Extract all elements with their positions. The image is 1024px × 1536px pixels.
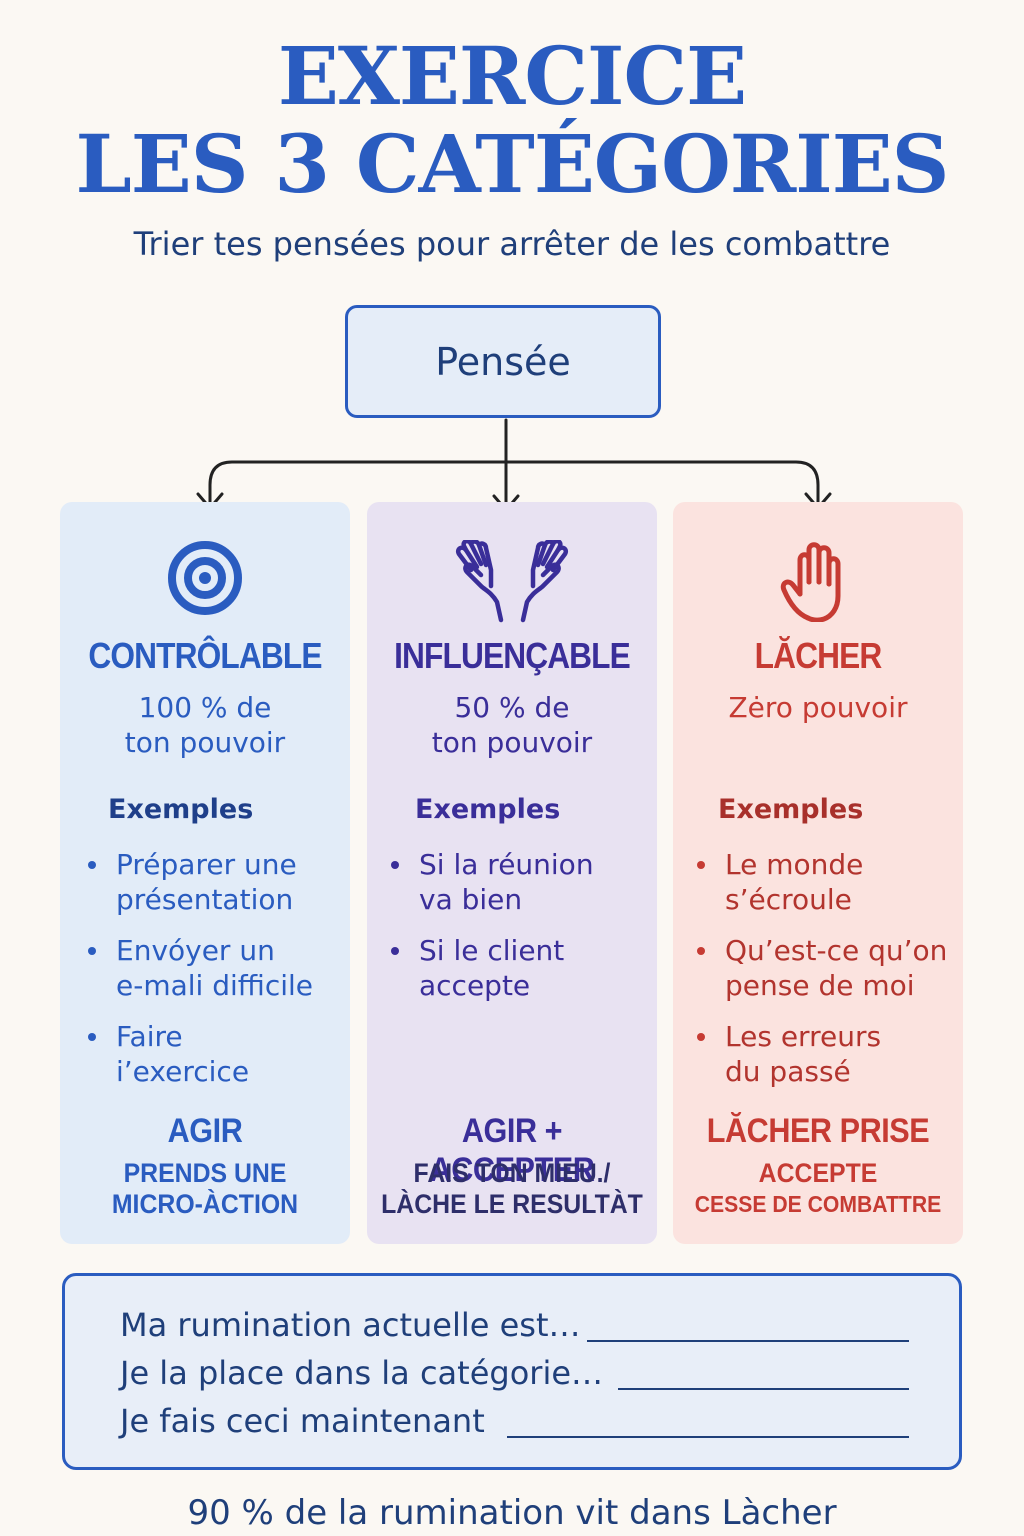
title-line-1: EXERCICE [277,29,747,123]
bullet-icon [697,861,705,869]
item-line-1: Faire [116,1020,183,1053]
action-subtext: ACCEPTE CESSE DE COMBATTRE [685,1158,952,1220]
item-line-1: Qu’est-ce qu’on [725,934,948,967]
title-line-2: LES 3 CATÉGORIES [75,117,950,211]
power-text: 100 % de ton pouvoir [60,690,350,760]
subtitle: Trier tes pensées pour arrêter de les co… [133,225,891,263]
action-heading: LĂCHER PRISE [706,1112,930,1150]
item-line-2: pense de moi [725,969,915,1002]
item-line-2: i’exercice [116,1055,250,1088]
action-heading: AGIR + ACCEPTER [429,1112,595,1189]
worksheet-blank-3[interactable] [507,1436,909,1438]
action-heading: AGIR [167,1112,243,1150]
item-line-2: va bien [419,883,523,916]
item-line-1: Les erreurs [725,1020,882,1053]
bullet-icon [697,947,705,955]
item-line-2: e-mali difficile [116,969,314,1002]
category-card-controllable: CONTRÔLABLE 100 % de ton pouvoir Exemple… [60,502,350,1244]
power-text: 50 % de ton pouvoir [367,690,657,760]
action-sub-line-2: MICRO-ÀCTION [111,1189,299,1219]
open-hands-icon [367,540,657,624]
power-line-1: Zėro pouvoir [728,691,908,724]
bullet-icon [391,947,399,955]
bullet-icon [391,861,399,869]
power-line-2: ton pouvoir [124,726,286,759]
item-line-1: Si le client [419,934,565,967]
category-card-influenceable: INFLUENÇABLE 50 % de ton pouvoir Exemple… [367,502,657,1244]
power-line-1: 100 % de [138,691,272,724]
category-name: LĂCHER [754,635,883,676]
item-line-1: Envóyer un [116,934,275,967]
item-line-2: présentation [116,883,294,916]
action-sub-line-1: FAIS TON MIEU./ [413,1158,611,1188]
worksheet-line-3: Je fais ceci maintenant [120,1402,485,1440]
item-line-1: Le monde [725,848,864,881]
item-line-1: Préparer une [116,848,297,881]
category-name: CONTRÔLABLE [88,635,322,676]
footer-note: 90 % de la rumination vit dans Làcher [187,1493,837,1533]
action-sub-line-1: ACCEPTE [758,1158,878,1188]
bullet-icon [697,1033,705,1041]
root-thought-box: Pensée [345,305,661,418]
action-sub-line-1: PRENDS UNE [123,1158,287,1188]
action-sub-line-2: LÀCHE LE RESULTÀT [381,1189,643,1219]
worksheet-line-1: Ma rumination actuelle est… [120,1306,581,1344]
category-name: INFLUENÇABLE [394,635,631,676]
root-label: Pensée [435,339,571,384]
power-text: Zėro pouvoir [673,690,963,725]
raised-hand-icon [673,540,963,622]
action-subtext: PRENDS UNE MICRO-ÀCTION [72,1158,339,1220]
power-line-1: 50 % de [454,691,570,724]
item-line-2: du passé [725,1055,851,1088]
tree-connectors [196,418,832,512]
worksheet-box: Ma rumination actuelle est… Je la place … [62,1273,962,1470]
target-icon [60,540,350,616]
item-line-1: Si la réunion [419,848,594,881]
bullet-icon [88,947,96,955]
worksheet-blank-1[interactable] [587,1340,909,1342]
power-line-2: ton pouvoir [431,726,593,759]
worksheet-line-2: Je la place dans la catégorie… [120,1354,604,1392]
connector-branches [208,460,820,507]
bullet-icon [88,1033,96,1041]
action-subtext: FAIS TON MIEU./ LÀCHE LE RESULTÀT [379,1158,646,1220]
action-sub-line-2: CESSE DE COMBATTRE [694,1191,942,1217]
item-line-2: accepte [419,969,531,1002]
examples-label: Exemples [108,794,254,825]
examples-label: Exemples [415,794,561,825]
item-line-2: s’écroule [725,883,852,916]
examples-label: Exemples [718,794,864,825]
worksheet-blank-2[interactable] [618,1388,909,1390]
bullet-icon [88,861,96,869]
